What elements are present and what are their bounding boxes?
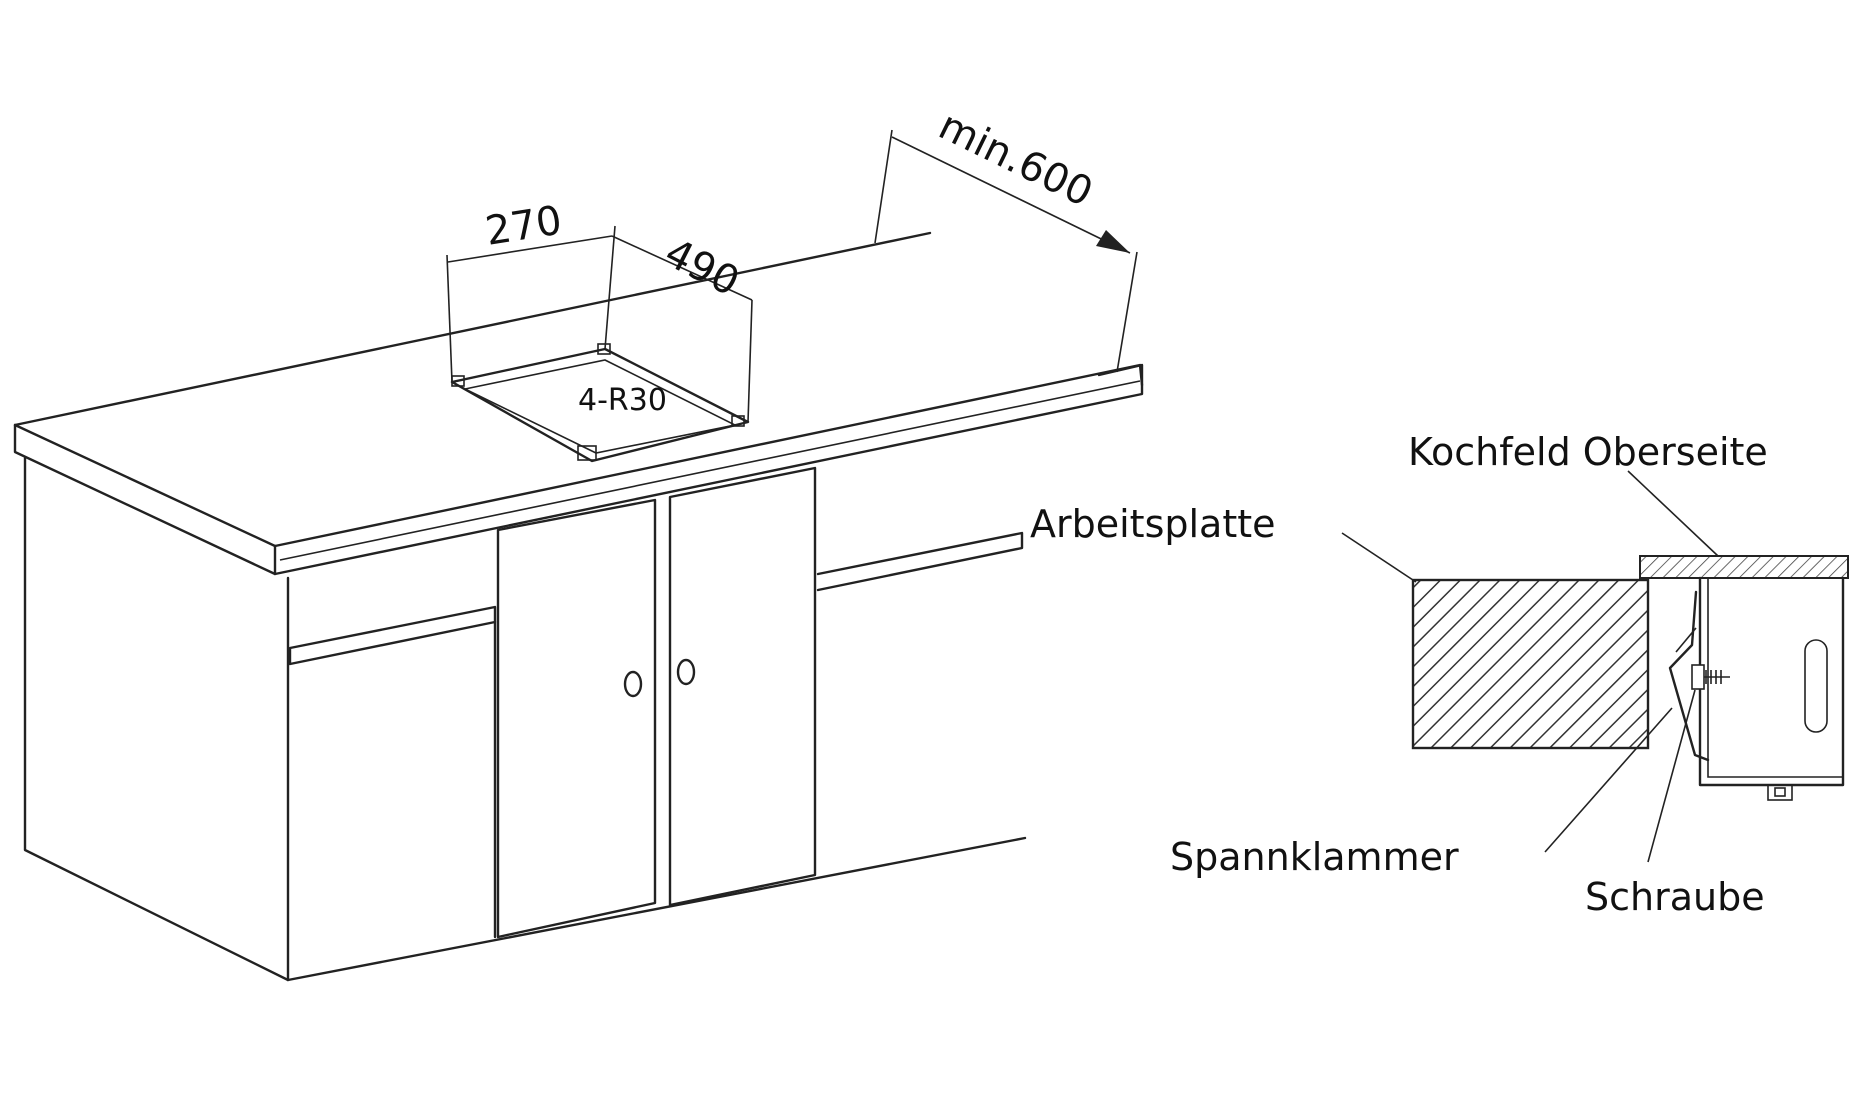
- dimension-corner-radius: 4-R30: [578, 383, 667, 418]
- cabinet-body: [23, 456, 290, 982]
- left-door-knob: [623, 670, 643, 698]
- right-door: [668, 466, 817, 907]
- leader-hob-top: [1627, 470, 1719, 557]
- leader-worktop: [1341, 532, 1417, 583]
- right-door-knob: [676, 658, 696, 686]
- dimension-width: 270: [482, 197, 565, 254]
- screw-icon: [1691, 664, 1730, 690]
- cabinet-drawing: 270 490 4-R30 min.600: [13, 103, 1144, 982]
- label-hob-top: Kochfeld Oberseite: [1408, 430, 1768, 474]
- hob-top-plate: [1639, 555, 1849, 579]
- left-door: [496, 498, 657, 939]
- worktop-section: [1411, 578, 1650, 750]
- label-screw: Schraube: [1585, 875, 1765, 919]
- leader-screw: [1647, 689, 1696, 863]
- clamp: [1668, 590, 1710, 762]
- section-detail: Kochfeld Oberseite Arbeitsplatte Spannkl…: [1030, 430, 1849, 919]
- leader-clamp: [1544, 707, 1673, 853]
- right-drawer: [816, 531, 1024, 592]
- label-worktop: Arbeitsplatte: [1030, 502, 1276, 546]
- housing-slot: [1804, 639, 1828, 733]
- worktop-front-edge: [13, 363, 1144, 576]
- dimension-depth: 490: [657, 230, 746, 306]
- dimension-lines: [446, 129, 1138, 423]
- left-drawer: [288, 605, 497, 666]
- label-clamp: Spannklammer: [1170, 835, 1459, 879]
- dimension-min-distance: min.600: [932, 103, 1100, 216]
